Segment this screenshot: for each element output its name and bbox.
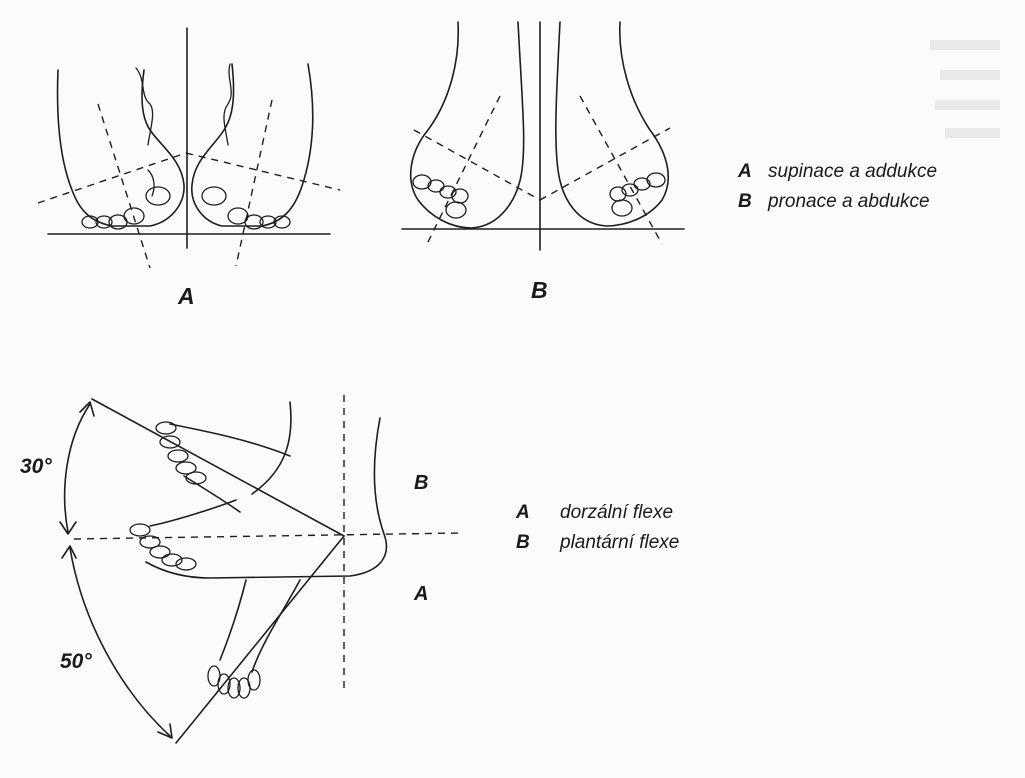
legend-key: A	[738, 161, 768, 183]
region-b-label: B	[414, 472, 428, 495]
panel-b-feet-drawing	[402, 22, 684, 250]
plantarflexion-angle-label: 50°	[60, 650, 92, 674]
legend-key: B	[516, 532, 560, 554]
legend-text: supinace a addukce	[768, 161, 937, 182]
legend-text: plantární flexe	[560, 532, 679, 553]
region-a-label: A	[414, 583, 428, 606]
bleed-through-marks	[930, 40, 1000, 138]
dorsiflexion-angle-label: 30°	[20, 455, 52, 479]
flexion-drawing	[60, 395, 460, 743]
legend-key: A	[516, 502, 560, 524]
legend-text: dorzální flexe	[560, 502, 673, 523]
panel-a-label: A	[178, 283, 195, 310]
panel-a-feet-drawing	[38, 28, 340, 268]
legend-text: pronace a abdukce	[768, 191, 930, 212]
legend-key: B	[738, 191, 768, 213]
panel-b-label: B	[531, 277, 548, 304]
